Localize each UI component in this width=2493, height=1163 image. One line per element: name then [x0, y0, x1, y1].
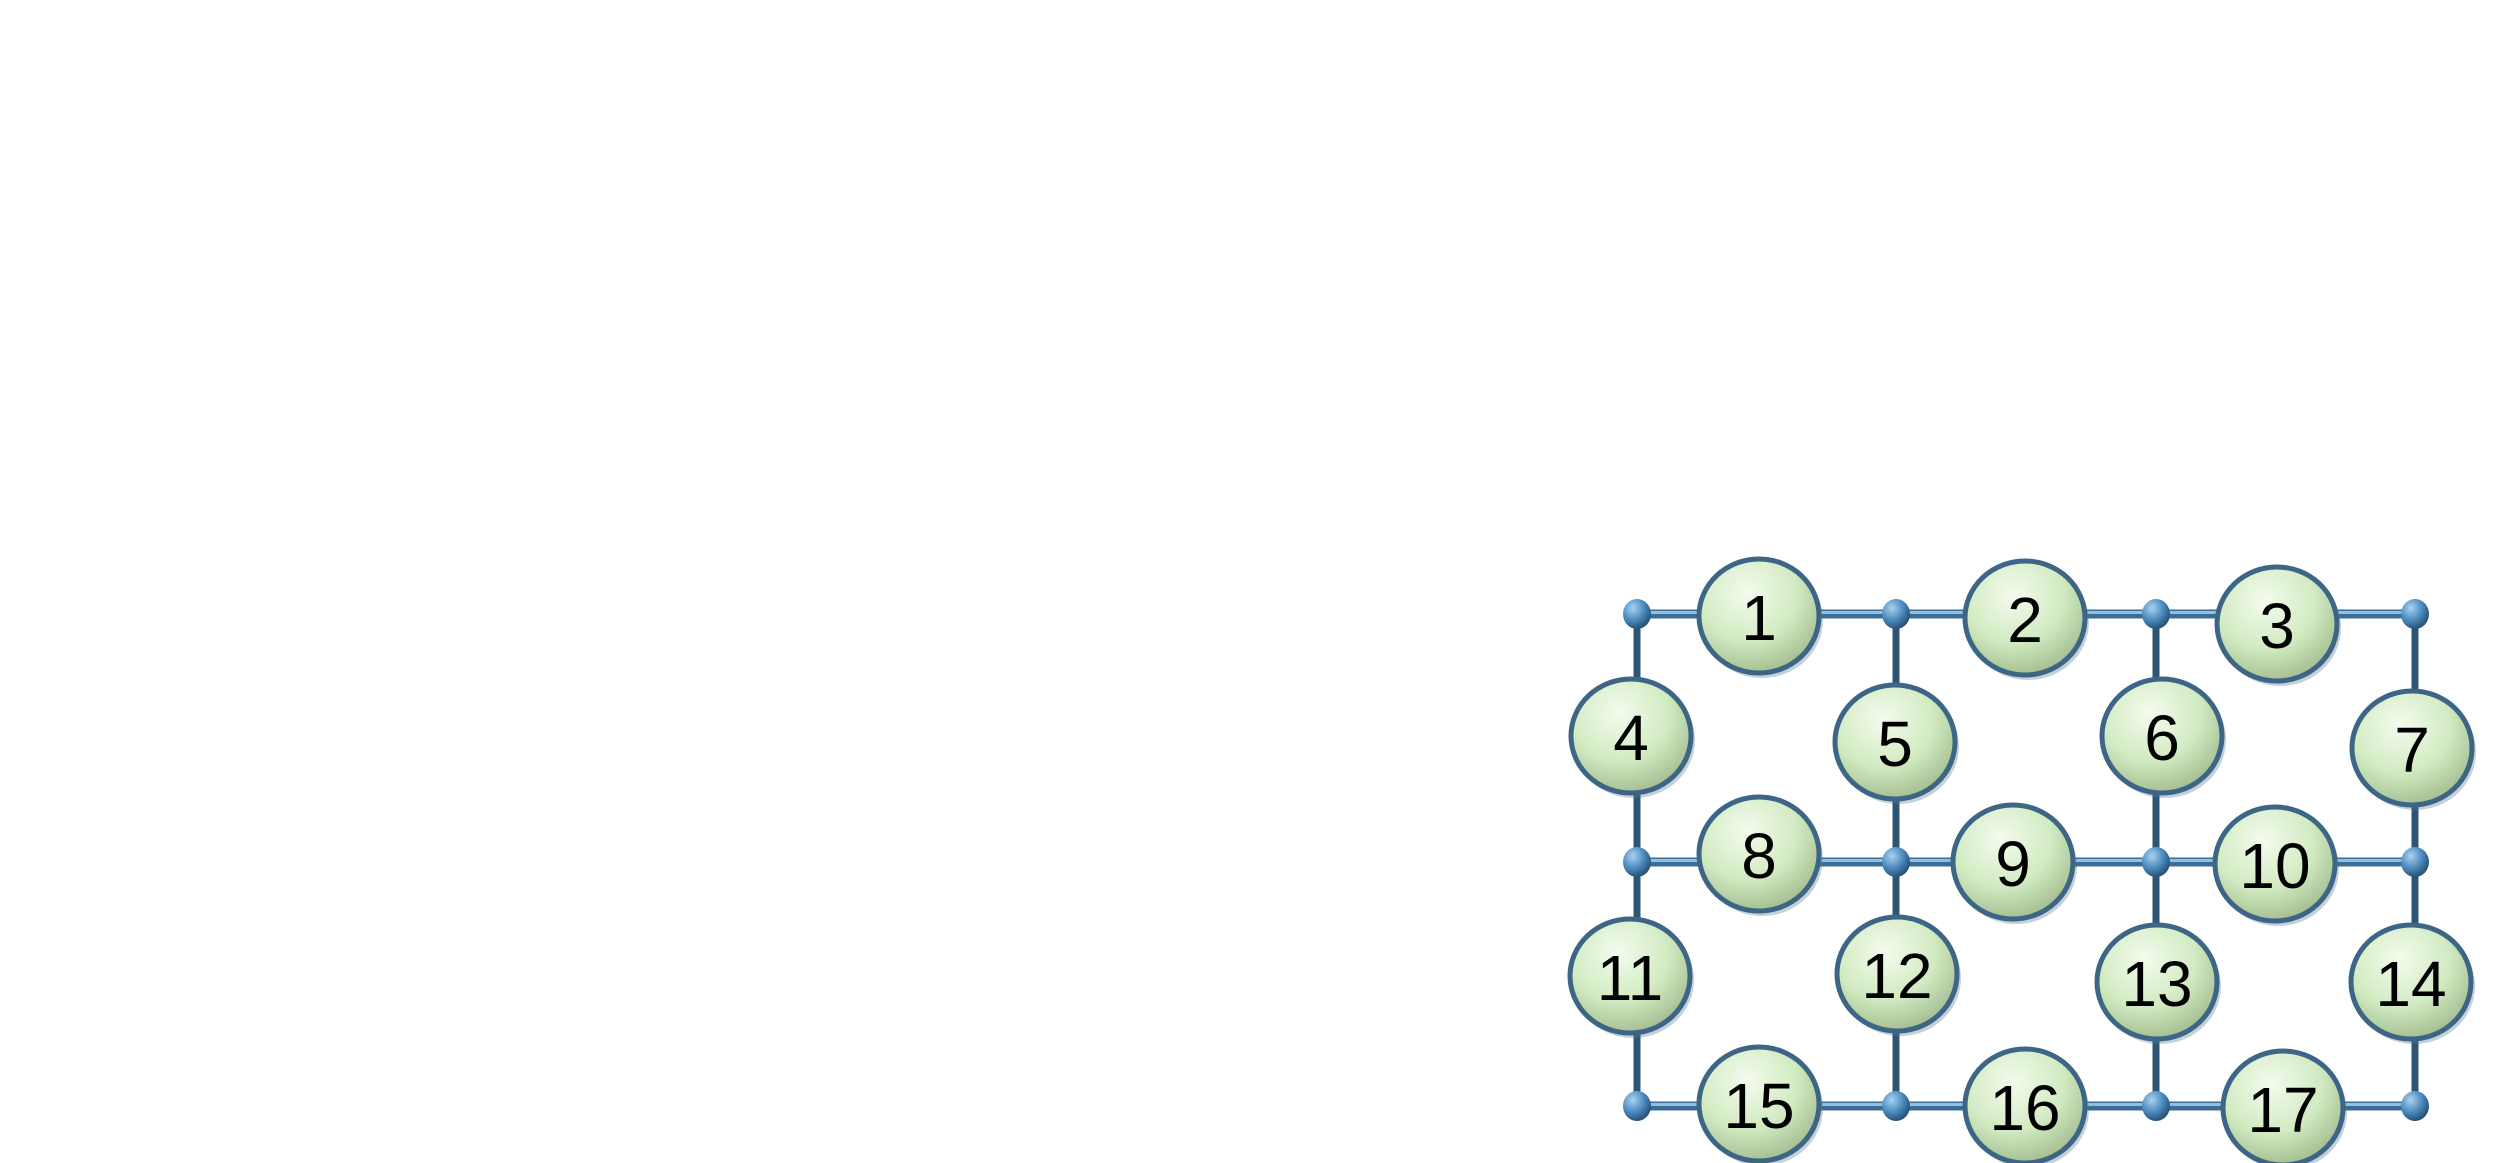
- node-circle: [1567, 916, 1693, 1036]
- numbered-node: 17: [2220, 1048, 2347, 1163]
- node-circle: [2348, 922, 2474, 1042]
- numbered-node: 8: [1696, 794, 1823, 916]
- node-label: 10: [2239, 830, 2310, 902]
- node-label: 6: [2144, 702, 2180, 774]
- numbered-node: 12: [1834, 914, 1961, 1036]
- node-label: 7: [2394, 714, 2430, 786]
- numbered-node: 13: [2094, 922, 2221, 1044]
- junction-node: [2142, 599, 2170, 629]
- node-label: 15: [1723, 1070, 1794, 1142]
- numbered-node: 14: [2348, 922, 2475, 1044]
- node-label: 4: [1613, 702, 1649, 774]
- node-circle: [1568, 676, 1694, 796]
- node-circle: [1696, 1044, 1822, 1163]
- node-label: 16: [1989, 1072, 2060, 1144]
- junction-node: [1623, 847, 1651, 877]
- node-label: 11: [1597, 942, 1663, 1014]
- junction-node: [1882, 1091, 1910, 1121]
- junction-node: [2401, 599, 2429, 629]
- node-circle: [2220, 1048, 2346, 1163]
- node-circle: [1834, 914, 1960, 1034]
- node-label: 2: [2007, 584, 2043, 656]
- node-label: 1: [1741, 582, 1777, 654]
- junction-node: [1882, 847, 1910, 877]
- numbered-node: 2: [1962, 558, 2089, 680]
- junction-node: [2142, 847, 2170, 877]
- node-circle: [1832, 682, 1958, 802]
- junction-node: [2401, 847, 2429, 877]
- junction-node: [1623, 1091, 1651, 1121]
- node-label: 5: [1877, 708, 1913, 780]
- node-circle: [2212, 804, 2338, 924]
- numbered-node: 16: [1962, 1046, 2089, 1163]
- node-label: 14: [2375, 948, 2446, 1020]
- node-label: 17: [2247, 1074, 2318, 1146]
- node-circle: [1696, 556, 1822, 676]
- junction-node: [2142, 1091, 2170, 1121]
- node-circle: [2099, 676, 2225, 796]
- numbered-node: 5: [1832, 682, 1959, 804]
- junction-node: [1623, 599, 1651, 629]
- numbered-node: 4: [1568, 676, 1695, 798]
- node-label: 8: [1741, 820, 1777, 892]
- node-circle: [2349, 688, 2475, 808]
- junction-node: [2401, 1091, 2429, 1121]
- numbered-node: 11: [1567, 916, 1694, 1038]
- node-circle: [1696, 794, 1822, 914]
- numbered-node: 6: [2099, 676, 2226, 798]
- node-circle: [2094, 922, 2220, 1042]
- node-circle: [1962, 558, 2088, 678]
- node-circle: [1962, 1046, 2088, 1163]
- numbered-node: 1: [1696, 556, 1823, 678]
- node-label: 9: [1995, 828, 2031, 900]
- node-label: 13: [2121, 948, 2192, 1020]
- node-label: 12: [1861, 940, 1932, 1012]
- numbered-node: 3: [2214, 564, 2341, 686]
- node-circle: [2214, 564, 2340, 684]
- node-label: 3: [2259, 590, 2295, 662]
- junction-node: [1882, 599, 1910, 629]
- numbered-node: 10: [2212, 804, 2339, 926]
- node-circle: [1950, 802, 2076, 922]
- numbered-node: 7: [2349, 688, 2476, 810]
- numbered-node: 15: [1696, 1044, 1823, 1163]
- numbered-node: 9: [1950, 802, 2077, 924]
